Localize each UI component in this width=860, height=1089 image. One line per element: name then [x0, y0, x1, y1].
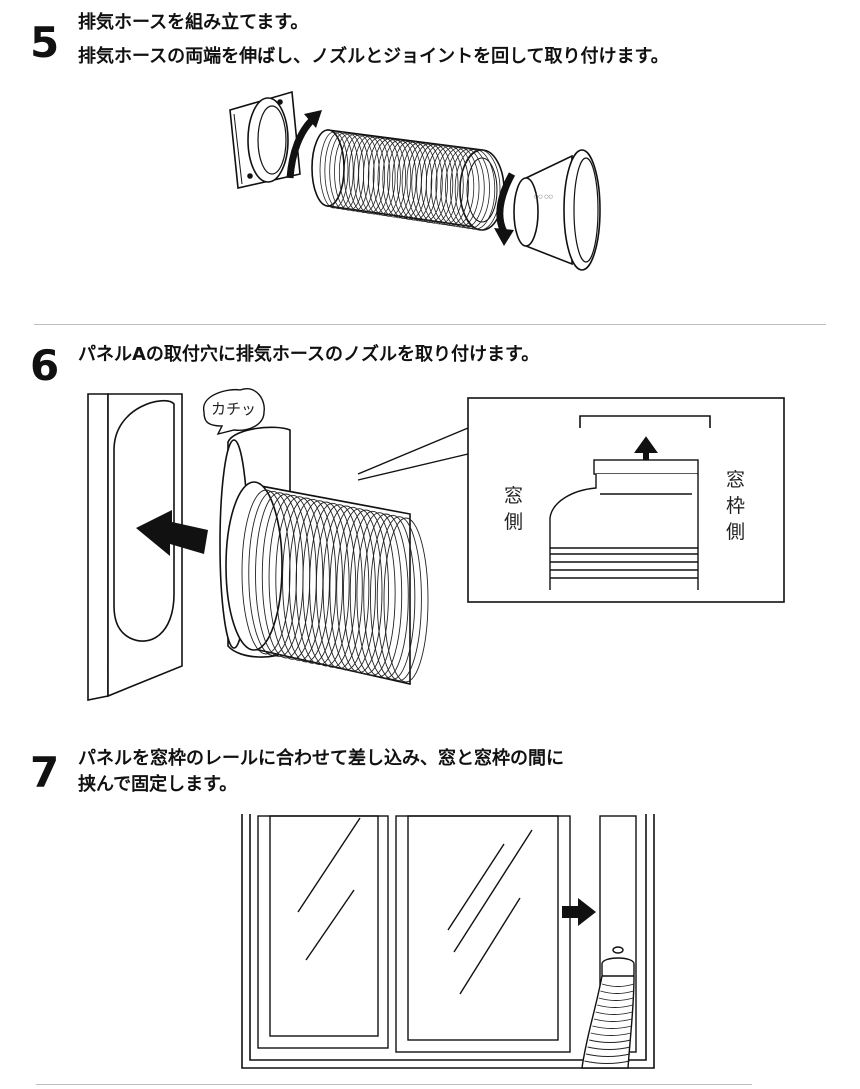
joint-flange	[229, 90, 301, 189]
push-arrow	[136, 510, 208, 556]
divider-bottom	[36, 1084, 752, 1085]
window-sash-left	[257, 815, 389, 1049]
rotate-arrow-left-head	[304, 110, 322, 128]
click-callout: カチッ	[203, 388, 265, 436]
rotate-arrow-right	[496, 172, 516, 234]
inset-nozzle-profile	[549, 459, 699, 590]
inset-slot-bracket	[579, 415, 711, 428]
hose-ribs-step7	[584, 983, 635, 1064]
svg-text:枠: 枠	[726, 495, 745, 517]
window-sash-right	[395, 815, 571, 1053]
label-window-frame-side: 窓 枠 側	[726, 469, 745, 543]
step-5-title: 排気ホースを組み立てます。	[78, 12, 309, 33]
svg-text:窓: 窓	[726, 469, 745, 491]
insert-arrow	[562, 898, 596, 926]
divider-1	[34, 324, 826, 325]
step-7-instruction-line1: パネルを窓枠のレールに合わせて差し込み、窓と窓枠の間に	[78, 748, 564, 769]
inset-leader-bottom	[357, 453, 469, 481]
svg-text:○○ ○○: ○○ ○○	[534, 194, 553, 200]
step-7-number: 7	[30, 748, 60, 797]
svg-text:側: 側	[504, 511, 523, 533]
svg-text:窓: 窓	[504, 485, 523, 507]
step-6-instruction: パネルAの取付穴に排気ホースのノズルを取り付けます。	[78, 344, 540, 365]
callout-text: カチッ	[211, 400, 256, 418]
window-frame	[241, 814, 655, 1069]
step-7-instruction-line2: 挟んで固定します。	[78, 774, 238, 795]
step-6-illustration: カチッ 窓 側 窓 枠 側	[87, 388, 785, 701]
hose-ribs-step6	[241, 489, 429, 683]
rotate-arrow-left	[286, 117, 315, 179]
inset-leader-top	[357, 427, 469, 475]
label-window-side: 窓 側	[504, 485, 523, 533]
panel-a	[87, 393, 183, 701]
step-5-illustration: ○○ ○○	[229, 90, 601, 271]
rotate-arrow-right-head	[494, 228, 514, 246]
hose-nozzle: ○○ ○○	[513, 149, 601, 271]
step-6-number: 6	[30, 341, 60, 390]
step-7-illustration	[241, 814, 655, 1069]
panel-hose	[581, 957, 635, 1069]
svg-text:側: 側	[726, 521, 745, 543]
hose-ribs	[319, 131, 501, 231]
step-5-number: 5	[30, 18, 60, 67]
step-5-instruction: 排気ホースの両端を伸ばし、ノズルとジョイントを回して取り付けます。	[78, 46, 669, 67]
